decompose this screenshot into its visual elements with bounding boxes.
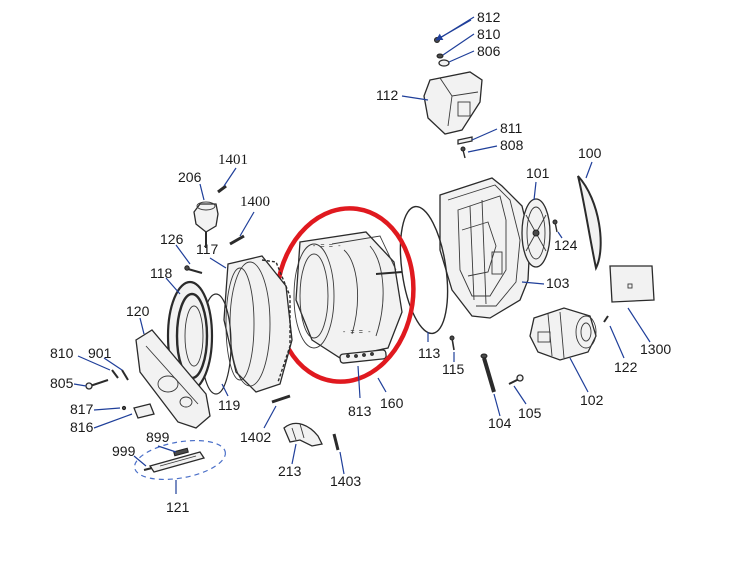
part-808-bolt[interactable] [460,146,466,159]
part-899-heating-element[interactable] [173,447,189,457]
label-121: 121 [166,499,190,515]
part-104-shock-absorber[interactable] [480,353,496,393]
label-810-left: 810 [50,345,74,361]
part-811-bracket[interactable] [457,136,473,145]
part-100-drive-belt[interactable] [577,175,602,272]
label-812: 812 [477,9,501,25]
label-112: 112 [376,87,399,103]
label-115: 115 [442,361,465,377]
label-118: 118 [150,265,173,281]
part-810-washer[interactable] [436,53,444,59]
part-115-screw[interactable] [449,335,455,351]
label-105: 105 [518,405,542,421]
label-805: 805 [50,375,74,391]
part-103-outer-tub-back[interactable] [439,177,531,319]
label-122: 122 [614,359,638,375]
label-806: 806 [477,43,501,59]
label-100: 100 [578,145,602,161]
label-1400: 1400 [240,194,270,210]
part-102-motor[interactable] [529,307,597,361]
label-126: 126 [160,231,184,247]
label-119: 119 [218,397,241,413]
part-121-heater-assembly[interactable] [132,434,229,485]
part-112-counterweight[interactable] [423,71,483,135]
part-101-pulley[interactable] [521,198,551,268]
label-117: 117 [196,241,219,257]
label-816: 816 [70,419,94,435]
part-120-front-panel[interactable] [135,329,211,429]
label-113: 113 [418,345,441,361]
label-206: 206 [178,169,202,185]
part-1401-clamp[interactable] [217,184,227,194]
part-206-valve[interactable] [193,201,219,248]
label-813: 813 [348,403,372,419]
label-810: 810 [477,26,501,42]
svg-text:- = = -: - = = - [342,329,371,337]
label-120: 120 [126,303,150,319]
part-901-screw[interactable] [121,369,129,381]
part-816-block[interactable] [133,403,155,419]
part-805-bolt[interactable] [85,379,109,390]
label-1401: 1401 [218,152,248,168]
label-103: 103 [546,275,570,291]
label-1402: 1402 [240,429,271,445]
part-160-drum[interactable]: - = = - - = = - [293,231,403,359]
part-1403-clamp[interactable] [332,433,340,451]
label-899: 899 [146,429,170,445]
label-1300: 1300 [640,341,671,357]
part-126-bolt[interactable] [184,265,203,274]
part-117-outer-tub-front[interactable] [223,255,293,393]
label-1403: 1403 [330,473,361,489]
svg-text:- = = -: - = = - [312,243,341,251]
label-811: 811 [500,120,523,136]
part-113-tub-seal[interactable] [393,204,454,337]
part-1300-instruction-sheet[interactable] [609,265,655,303]
label-101: 101 [526,165,550,181]
part-813-lifter-strip[interactable] [339,349,387,364]
label-160: 160 [380,395,404,411]
part-806-nut[interactable] [438,59,450,67]
label-901: 901 [88,345,112,361]
part-124-bolt[interactable] [552,219,558,233]
part-817-pin[interactable] [121,405,127,411]
label-104: 104 [488,415,512,431]
label-817: 817 [70,401,94,417]
part-122-clip[interactable] [603,315,609,323]
part-1402-clamp[interactable] [271,394,291,404]
part-105-bolt[interactable] [508,374,524,385]
label-999: 999 [112,443,136,459]
part-810-screw-left[interactable] [111,369,119,379]
part-213-drain-hose[interactable] [283,422,323,447]
part-1400-clamp[interactable] [229,234,245,246]
label-102: 102 [580,392,604,408]
label-213: 213 [278,463,302,479]
label-124: 124 [554,237,578,253]
label-808: 808 [500,137,524,153]
part-999-sensor[interactable] [143,467,153,471]
